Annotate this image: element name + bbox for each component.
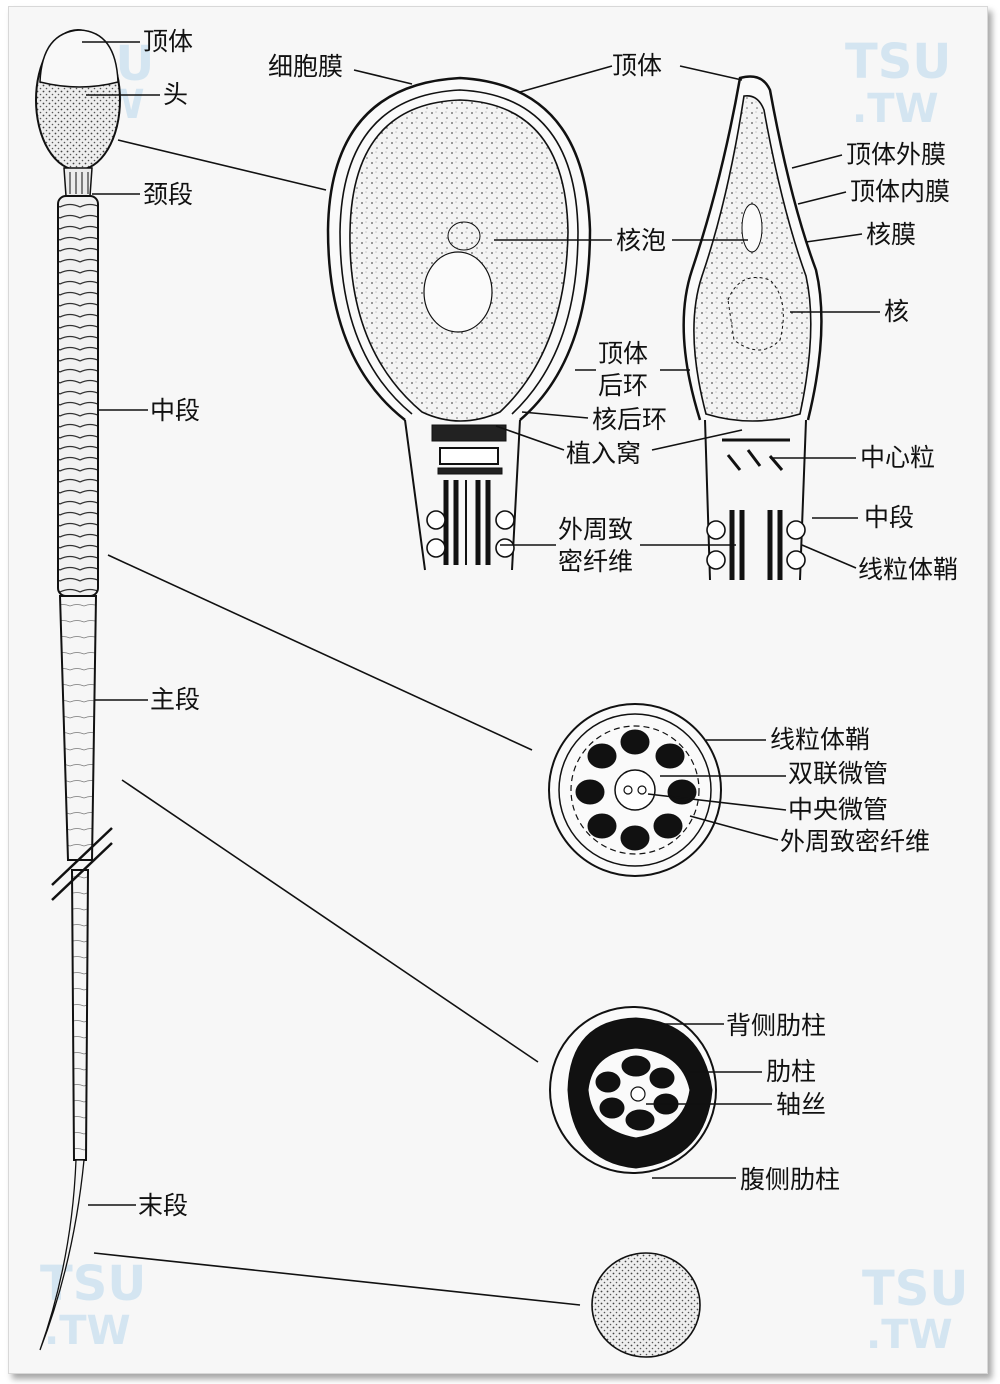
label-dorsal-column: 背侧肋柱 [726, 1011, 826, 1040]
nucleus-side [694, 96, 811, 421]
label-outer-dense-fiber-1: 外周致 [558, 515, 633, 544]
label-end-piece: 末段 [138, 1191, 188, 1220]
label-outer-dense-fibers-x: 外周致密纤维 [780, 827, 930, 856]
label-middle-piece: 中段 [150, 396, 200, 425]
label-ventral-column: 腹侧肋柱 [740, 1165, 840, 1194]
label-mitochondrial-sheath-b: 线粒体鞘 [858, 555, 958, 584]
label-nuclear-vacuole: 核泡 [616, 226, 666, 255]
implantation-fossa [432, 425, 506, 441]
head-section-side [684, 77, 822, 581]
cross-section-principal-piece [550, 1007, 716, 1173]
label-neck: 颈段 [143, 180, 193, 209]
label-mitochondrial-sheath-x: 线粒体鞘 [770, 725, 870, 754]
watermark-text: .TW [852, 86, 939, 132]
cross-section-end-piece [592, 1253, 700, 1357]
label-outer-acrosomal-membrane: 顶体外膜 [846, 140, 946, 169]
label-head: 头 [163, 80, 188, 109]
label-implantation-fossa: 植入窝 [566, 439, 641, 468]
label-rib: 肋柱 [766, 1057, 816, 1086]
whole-sperm-labels: 顶体 头 颈段 中段 主段 末段 [138, 27, 200, 1220]
label-doublet-microtubules: 双联微管 [788, 759, 888, 788]
nuclear-vacuole [424, 252, 492, 332]
cross-section-principal-labels: 背侧肋柱 肋柱 轴丝 腹侧肋柱 [726, 1011, 840, 1194]
label-principal-piece: 主段 [150, 685, 200, 714]
centriole [728, 450, 782, 470]
watermark-top-right: TSU .TW [845, 34, 951, 132]
label-central-microtubules: 中央微管 [788, 795, 888, 824]
label-axoneme: 轴丝 [776, 1090, 826, 1119]
label-centriole: 中心粒 [860, 443, 935, 472]
head-section-flat [328, 78, 590, 570]
central-microtubule [638, 786, 646, 794]
label-acrosome: 顶体 [143, 27, 193, 56]
watermark-text: TSU [862, 1261, 968, 1317]
axoneme-core [631, 1087, 645, 1101]
label-postacrosomal-ring-1: 顶体 [598, 339, 648, 368]
watermark-bottom-right: TSU .TW [862, 1261, 968, 1358]
label-acrosome-top: 顶体 [612, 51, 662, 80]
watermark-text: TSU [845, 34, 951, 90]
label-inner-acrosomal-membrane: 顶体内膜 [850, 177, 950, 206]
whole-sperm-drawing [36, 30, 120, 1350]
label-middle-piece-b: 中段 [864, 503, 914, 532]
watermark-text: .TW [866, 1312, 953, 1358]
central-microtubule [624, 786, 632, 794]
sperm-principal-piece [60, 596, 96, 860]
label-postacrosomal-ring-2: 后环 [598, 371, 648, 400]
sperm-middle-piece [58, 196, 98, 596]
watermark-text: .TW [44, 1308, 131, 1354]
label-outer-dense-fiber-2: 密纤维 [558, 547, 633, 576]
label-cell-membrane: 细胞膜 [268, 52, 343, 81]
label-nuclear-envelope: 核膜 [866, 220, 916, 249]
cross-section-middle-labels: 线粒体鞘 双联微管 中央微管 外周致密纤维 [770, 725, 930, 856]
label-nucleus: 核 [884, 297, 909, 326]
label-postnuclear-ring: 核后环 [592, 405, 667, 434]
cross-section-middle-piece [549, 704, 721, 876]
head-section-side-labels: 顶体外膜 顶体内膜 核膜 核 中心粒 中段 线粒体鞘 [846, 140, 958, 584]
